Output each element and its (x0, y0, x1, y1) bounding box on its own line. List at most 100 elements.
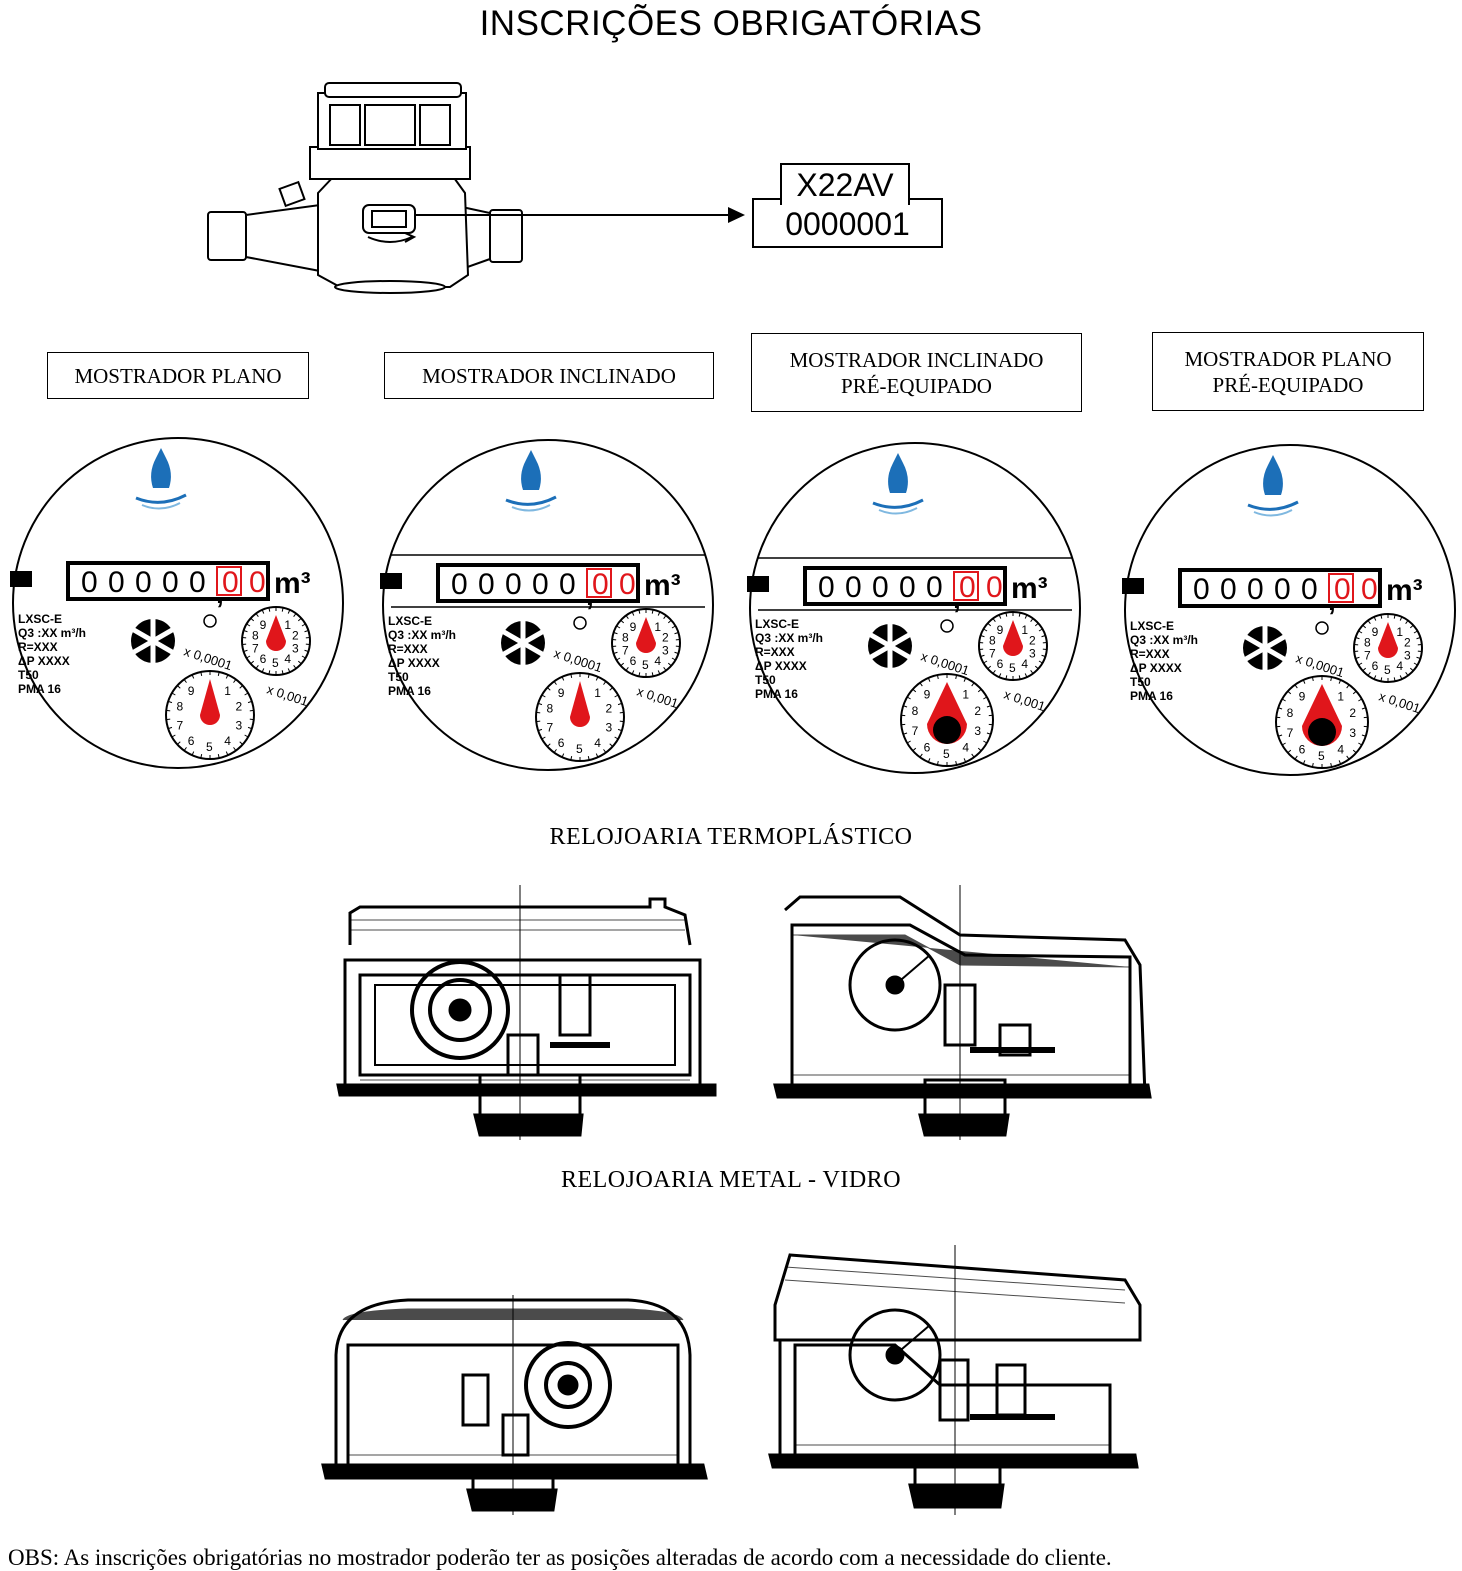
decimal-comma: , (216, 578, 224, 609)
counter-digit: 0 (135, 566, 152, 599)
subdial-number: 2 (292, 629, 299, 643)
counter-digit: 0 (189, 566, 206, 599)
counter-digit: 0 (1301, 573, 1318, 606)
subdial-number: 9 (997, 623, 1004, 637)
subdial-number: 7 (912, 724, 919, 738)
subdial-number: 8 (1287, 706, 1294, 720)
subdial-number: 8 (989, 634, 996, 648)
subdial-number: 6 (1372, 659, 1379, 673)
counter-digit: 0 (559, 568, 576, 601)
subdial-number: 4 (654, 654, 661, 668)
subdial-number: 4 (1396, 659, 1403, 673)
subdial-number: 9 (1299, 689, 1306, 703)
unit-label: m³ (644, 569, 681, 602)
spec-line: PMA 16 (1130, 689, 1173, 703)
counter-digit: 0 (1274, 573, 1291, 606)
subdial-number: 3 (974, 724, 981, 738)
reference-mark (1316, 622, 1328, 634)
subdial-number: 7 (252, 641, 259, 655)
counter-digit: 0 (818, 571, 835, 604)
subdial-number: 9 (1372, 625, 1379, 639)
subdial-number: 8 (177, 699, 184, 713)
subdial-number: 1 (1021, 623, 1028, 637)
inmetro-logo-icon (1122, 578, 1144, 594)
spec-line: T50 (1130, 675, 1151, 689)
subdial-number: 1 (1396, 625, 1403, 639)
subdial-number: 9 (260, 618, 267, 632)
counter-digit: 0 (1193, 573, 1210, 606)
subdial-number: 5 (642, 658, 649, 672)
subdial-number: 8 (1364, 636, 1371, 650)
subdial-number: 2 (235, 699, 242, 713)
subdial-number: 1 (284, 618, 291, 632)
subdial-number: 3 (1349, 726, 1356, 740)
subdial-number: 5 (1384, 663, 1391, 677)
subdial-number: 7 (1364, 648, 1371, 662)
thermoplastic-section-flat (320, 885, 720, 1140)
subdial-number: 2 (605, 701, 612, 715)
subdial-number: 9 (558, 686, 565, 700)
decimal-comma: , (1328, 585, 1336, 616)
reference-mark (204, 615, 216, 627)
subdial-number: 6 (997, 657, 1004, 671)
counter-digit: 0 (619, 568, 636, 601)
subdial-number: 6 (1299, 743, 1306, 757)
spec-line: R=XXX (388, 642, 428, 656)
subdial-number: 2 (1029, 634, 1036, 648)
subdial-number: 8 (547, 701, 554, 715)
reference-mark (941, 620, 953, 632)
counter-digit: 0 (1247, 573, 1264, 606)
metal-glass-section-flat (318, 1295, 710, 1515)
subdial-number: 1 (654, 620, 661, 634)
subdial-number: 7 (547, 721, 554, 735)
subdial-number: 4 (1337, 743, 1344, 757)
subdial-number: 8 (252, 629, 259, 643)
subdial-number: 5 (206, 740, 213, 754)
subdial-number: 2 (974, 704, 981, 718)
subdial-number: 7 (989, 646, 996, 660)
counter-digit: 0 (1361, 573, 1378, 606)
spec-line: LXSC-E (388, 614, 432, 628)
subdial-number: 7 (1287, 726, 1294, 740)
counter-digit: 0 (478, 568, 495, 601)
unit-label: m³ (1011, 572, 1048, 605)
counter-digit: 0 (986, 571, 1003, 604)
subdial-number: 3 (662, 643, 669, 657)
subdial-number: 4 (224, 734, 231, 748)
section-metal-glass-title: RELOJOARIA METAL - VIDRO (0, 1167, 1462, 1194)
spec-line: Q3 :XX m³/h (1130, 633, 1198, 647)
subdial-number: 8 (912, 704, 919, 718)
subdial-number: 1 (962, 687, 969, 701)
subdial-number: 5 (1009, 661, 1016, 675)
spec-line: ΔP XXXX (18, 654, 70, 668)
counter-digit: 0 (249, 566, 266, 599)
counter-digit: 0 (162, 566, 179, 599)
spec-line: T50 (755, 673, 776, 687)
subdial-number: 1 (1337, 689, 1344, 703)
counter-digit: 0 (81, 566, 98, 599)
subdial-number: 3 (292, 641, 299, 655)
subdial-number: 6 (260, 652, 267, 666)
spec-line: T50 (18, 668, 39, 682)
spec-line: Q3 :XX m³/h (388, 628, 456, 642)
spec-line: PMA 16 (755, 687, 798, 701)
subdial-number: 7 (177, 719, 184, 733)
subdial-number: 9 (630, 620, 637, 634)
subdial-number: 4 (594, 736, 601, 750)
serial-plate-code: X22AV (780, 165, 910, 205)
counter-digit: 0 (108, 566, 125, 599)
subdial-number: 9 (924, 687, 931, 701)
subdial-number: 6 (558, 736, 565, 750)
subdial-number: 3 (235, 719, 242, 733)
inmetro-logo-icon (380, 573, 402, 589)
serial-plate-number: 0000001 (752, 204, 943, 244)
subdial-number: 3 (605, 721, 612, 735)
subdial-number: 7 (622, 643, 629, 657)
subdial-number: 5 (943, 747, 950, 761)
subdial-number: 9 (188, 684, 195, 698)
